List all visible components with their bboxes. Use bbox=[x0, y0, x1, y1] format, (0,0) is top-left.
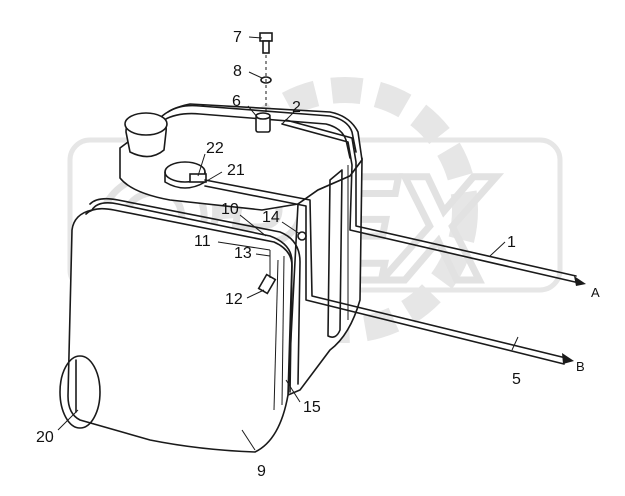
bolt bbox=[259, 32, 273, 54]
fuel-tank bbox=[59, 32, 363, 453]
strap bbox=[89, 197, 301, 385]
label-20: 20 bbox=[36, 429, 54, 446]
part-labels: 7 8 6 2 22 21 10 14 11 13 12 1 5 15 20 9… bbox=[36, 29, 600, 480]
label-8: 8 bbox=[233, 63, 242, 80]
label-arrow-a: A bbox=[591, 285, 600, 300]
label-21: 21 bbox=[227, 162, 245, 179]
sender-unit bbox=[164, 161, 207, 189]
label-15: 15 bbox=[303, 399, 321, 416]
leader-lines bbox=[57, 36, 519, 451]
fuel-pipes bbox=[204, 119, 586, 365]
filler-neck bbox=[124, 112, 168, 158]
label-11: 11 bbox=[194, 233, 211, 250]
tank-front-face bbox=[67, 202, 293, 453]
label-6: 6 bbox=[232, 93, 241, 110]
label-14: 14 bbox=[262, 209, 280, 226]
arrow-a-head bbox=[574, 276, 586, 286]
label-13: 13 bbox=[234, 245, 252, 262]
label-7: 7 bbox=[233, 29, 242, 46]
breather-fitting bbox=[255, 112, 271, 133]
label-arrow-b: B bbox=[576, 359, 585, 374]
label-10: 10 bbox=[221, 201, 239, 218]
label-1: 1 bbox=[507, 234, 516, 251]
pipe-1 bbox=[281, 123, 576, 283]
pipe-5 bbox=[204, 179, 567, 359]
label-5: 5 bbox=[512, 371, 521, 388]
arrow-b-head bbox=[562, 353, 574, 364]
label-9: 9 bbox=[257, 463, 266, 480]
label-22: 22 bbox=[206, 140, 224, 157]
label-2: 2 bbox=[292, 99, 301, 116]
drain-detail bbox=[59, 355, 101, 429]
label-12: 12 bbox=[225, 291, 243, 308]
